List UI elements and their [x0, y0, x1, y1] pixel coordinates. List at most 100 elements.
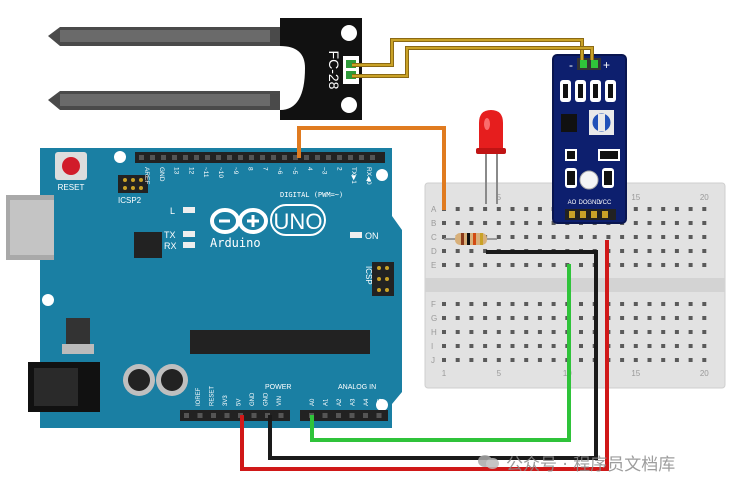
breadboard-col-number: 15	[631, 193, 640, 202]
breadboard-hole	[661, 316, 666, 320]
breadboard-hole	[524, 235, 529, 239]
header-pin	[249, 155, 254, 160]
digital-pin-label: RX◀0	[365, 167, 372, 185]
header-pin	[227, 155, 232, 160]
breadboard-hole	[647, 207, 652, 211]
breadboard-hole	[551, 221, 556, 225]
wechat-icon	[478, 453, 500, 471]
breadboard-hole	[661, 330, 666, 334]
breadboard-hole	[565, 235, 570, 239]
analog-pin-label: A5	[378, 398, 384, 406]
analog-pin-label: A3	[351, 398, 357, 406]
breadboard-hole	[510, 316, 515, 320]
breadboard-hole	[455, 221, 460, 225]
breadboard-hole	[496, 263, 501, 267]
breadboard-hole	[620, 263, 625, 267]
breadboard-hole	[537, 221, 542, 225]
breadboard-hole	[510, 358, 515, 362]
header-pin	[271, 155, 276, 160]
breadboard-hole	[483, 207, 488, 211]
breadboard-hole	[661, 249, 666, 253]
breadboard-hole	[633, 358, 638, 362]
digital-pin-label: 13	[173, 167, 180, 175]
breadboard-hole	[674, 330, 679, 334]
reset-label: RESET	[58, 183, 85, 192]
header-pin	[326, 155, 331, 160]
wire-d7-to-led	[297, 126, 446, 210]
breadboard-hole	[483, 316, 488, 320]
digital-pin-label: ~9	[232, 167, 239, 175]
breadboard-hole	[483, 249, 488, 253]
digital-pin-label: ~10	[217, 167, 224, 178]
breadboard-hole	[483, 330, 488, 334]
breadboard-hole	[620, 358, 625, 362]
power-pin-label: GND	[250, 392, 256, 406]
breadboard-hole	[688, 249, 693, 253]
digital-pin-label: AREF	[143, 167, 150, 184]
breadboard-hole	[674, 316, 679, 320]
analog-in-label: ANALOG IN	[338, 384, 376, 391]
breadboard-hole	[579, 235, 583, 239]
breadboard-hole	[551, 316, 556, 320]
breadboard-hole	[633, 249, 638, 253]
breadboard-col-number: 20	[700, 369, 709, 378]
digital-pin-label: 4	[306, 167, 313, 171]
soil-moisture-sensor: FC-28	[48, 18, 362, 120]
breadboard-hole	[647, 330, 652, 334]
digital-pin-label: 7	[261, 167, 268, 171]
breadboard-hole	[620, 249, 625, 253]
breadboard-hole	[455, 207, 460, 211]
header-pin	[293, 155, 298, 160]
breadboard-row-label: A	[431, 205, 437, 214]
header-pin	[304, 155, 309, 160]
analog-pin-label: A2	[337, 398, 343, 406]
breadboard-hole	[469, 316, 474, 320]
uno-label: UNO	[274, 209, 323, 234]
breadboard-hole	[510, 330, 515, 334]
breadboard-hole	[579, 316, 583, 320]
header-pin	[370, 155, 375, 160]
breadboard-hole	[579, 263, 583, 267]
breadboard-hole	[524, 330, 529, 334]
breadboard-hole	[469, 207, 474, 211]
breadboard-hole	[674, 235, 679, 239]
header-pin	[205, 155, 210, 160]
breadboard-hole	[633, 235, 638, 239]
breadboard-hole	[647, 302, 652, 306]
breadboard-hole	[551, 330, 556, 334]
breadboard-hole	[620, 235, 625, 239]
breadboard-hole	[688, 235, 693, 239]
breadboard-hole	[647, 249, 652, 253]
red-led	[476, 110, 506, 204]
breadboard-hole	[674, 344, 679, 348]
breadboard-hole	[483, 344, 488, 348]
breadboard-hole	[702, 302, 707, 306]
breadboard-hole	[483, 302, 488, 306]
breadboard-hole	[688, 302, 693, 306]
icsp2-label: ICSP2	[118, 196, 142, 205]
digital-pin-label: GND	[158, 167, 165, 182]
header-pin	[315, 155, 320, 160]
power-pin-label: RESET	[210, 386, 216, 406]
breadboard-hole	[442, 302, 446, 306]
wire-gnd	[268, 250, 598, 460]
digital-pin-label: 2	[335, 167, 342, 171]
breadboard-hole	[579, 302, 583, 306]
breadboard-hole	[496, 358, 501, 362]
breadboard-hole	[537, 263, 542, 267]
breadboard-hole	[483, 263, 488, 267]
digital-pin-label: TX▶1	[350, 167, 357, 184]
breadboard-hole	[702, 207, 707, 211]
header-pin	[322, 413, 328, 418]
breadboard-hole	[606, 235, 611, 239]
breadboard-hole	[551, 358, 556, 362]
header-pin	[337, 155, 342, 160]
breadboard-hole	[661, 207, 666, 211]
breadboard-hole	[702, 344, 707, 348]
power-pin-label: IOREF	[196, 387, 202, 406]
breadboard-hole	[661, 263, 666, 267]
power-label: POWER	[265, 384, 291, 391]
breadboard-hole	[442, 358, 446, 362]
breadboard-hole	[661, 221, 666, 225]
power-pin-label: VIN	[277, 396, 283, 406]
